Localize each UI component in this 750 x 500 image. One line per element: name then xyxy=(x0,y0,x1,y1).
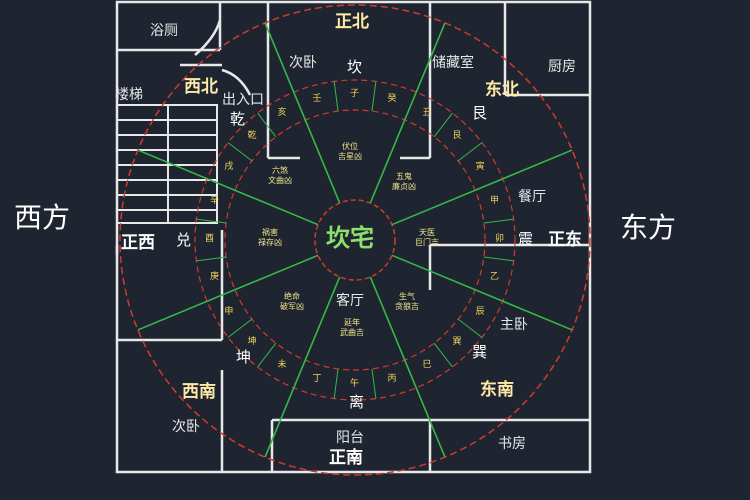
room-living: 客厅 xyxy=(336,293,364,309)
room-bathroom: 浴厕 xyxy=(150,23,178,39)
ring-character: 癸 xyxy=(387,93,397,104)
trigram-zhen: 震 xyxy=(518,230,534,248)
ring-character: 巳 xyxy=(422,359,432,370)
ring-character: 辰 xyxy=(475,306,485,317)
direction-southwest: 西南 xyxy=(182,382,216,402)
room-balcony: 阳台 xyxy=(336,430,364,446)
ring-character: 庚 xyxy=(209,271,219,282)
sector-boundary-line xyxy=(391,149,573,226)
room-dining: 餐厅 xyxy=(518,189,546,205)
trigram-gen: 艮 xyxy=(472,104,488,122)
ring-tick xyxy=(257,342,277,368)
ring-character: 丑 xyxy=(422,108,432,119)
ring-character: 亥 xyxy=(277,108,287,119)
ring-character: 壬 xyxy=(312,93,322,104)
center-label: 坎宅 xyxy=(326,224,374,252)
ring-character: 丁 xyxy=(312,374,322,385)
room-kitchen: 厨房 xyxy=(548,59,576,75)
compass-rings xyxy=(119,4,591,476)
ring-character: 艮 xyxy=(452,131,462,142)
inner-note-southeast: 生气 贪狼吉 xyxy=(395,292,419,311)
sector-boundary-line xyxy=(264,276,341,458)
ring-tick-lines xyxy=(196,81,514,399)
ring-character: 子 xyxy=(350,89,360,99)
ring-tick xyxy=(457,318,483,338)
inner-note-south: 延年 武曲吉 xyxy=(340,318,364,337)
sector-boundary-line xyxy=(137,149,319,226)
ring-tick xyxy=(333,368,339,399)
direction-west: 正西 xyxy=(121,233,155,253)
house-walls xyxy=(115,0,592,474)
inner-note-east: 天医 巨门吉 xyxy=(415,228,439,247)
ring-tick xyxy=(483,218,514,224)
room-bedroom-north: 次卧 xyxy=(289,55,317,71)
ring-tick xyxy=(433,112,453,138)
trigram-kun: 坤 xyxy=(236,348,252,366)
sector-boundary-line xyxy=(264,22,341,204)
ring-character: 坤 xyxy=(247,336,257,347)
room-stairs: 楼梯 xyxy=(115,87,143,103)
west-side-label: 西方 xyxy=(14,201,71,234)
room-storage: 储藏室 xyxy=(432,55,474,71)
ring-tick xyxy=(483,256,514,262)
sector-boundary-line xyxy=(369,276,446,458)
inner-note-southwest: 绝命 破军凶 xyxy=(280,292,304,311)
ring-character: 午 xyxy=(350,379,360,389)
ring-character: 巽 xyxy=(452,336,462,347)
room-bedroom-southwest: 次卧 xyxy=(172,419,200,435)
ring-tick xyxy=(457,142,483,162)
ring-tick xyxy=(196,256,227,262)
sector-boundary-line xyxy=(391,254,573,331)
ring-character: 乾 xyxy=(247,131,257,142)
direction-east: 正东 xyxy=(548,230,582,250)
ring-tick xyxy=(257,112,277,138)
ring-character: 酉 xyxy=(205,234,215,244)
direction-northwest: 西北 xyxy=(184,77,218,97)
ring-tick xyxy=(371,81,377,112)
room-master-bedroom: 主卧 xyxy=(500,317,528,333)
trigram-xun: 巽 xyxy=(472,343,488,361)
sector-lines xyxy=(137,22,573,458)
direction-southeast: 东南 xyxy=(480,380,514,400)
inner-note-north: 伏位 吉星凶 xyxy=(338,142,362,161)
ring-tick xyxy=(227,142,253,162)
inner-note-northwest: 六煞 文曲凶 xyxy=(268,166,292,185)
ring-character: 寅 xyxy=(475,161,485,172)
trigram-li: 离 xyxy=(349,393,365,411)
inner-note-northeast: 五鬼 廉贞凶 xyxy=(392,172,416,191)
ring-character: 丙 xyxy=(387,374,397,385)
trigram-qian: 乾 xyxy=(230,110,246,128)
trigram-kan: 坎 xyxy=(347,58,363,76)
ring-character: 甲 xyxy=(490,196,500,207)
inner-note-west: 祸害 禄存凶 xyxy=(258,228,282,247)
ring-tick xyxy=(196,218,227,224)
room-study: 书房 xyxy=(498,436,526,452)
stairs-drawing xyxy=(116,104,218,224)
direction-south: 正南 xyxy=(329,448,363,468)
ring-character: 戌 xyxy=(224,161,234,172)
ring-character: 未 xyxy=(277,359,287,370)
direction-north: 正北 xyxy=(335,12,369,32)
sector-boundary-line xyxy=(369,22,446,204)
ring-character: 申 xyxy=(224,306,234,317)
ring-character: 卯 xyxy=(495,234,505,244)
ring-character: 乙 xyxy=(490,271,500,282)
trigram-dui: 兑 xyxy=(176,231,192,249)
east-side-label: 东方 xyxy=(620,211,677,244)
sector-boundary-line xyxy=(137,254,319,331)
ring-character: 辛 xyxy=(209,196,219,207)
direction-northeast: 东北 xyxy=(485,80,519,100)
ring-tick xyxy=(333,81,339,112)
ring-tick xyxy=(433,342,453,368)
room-entrance: 出入口 xyxy=(222,92,264,108)
ring-tick xyxy=(227,318,253,338)
ring-tick xyxy=(371,368,377,399)
